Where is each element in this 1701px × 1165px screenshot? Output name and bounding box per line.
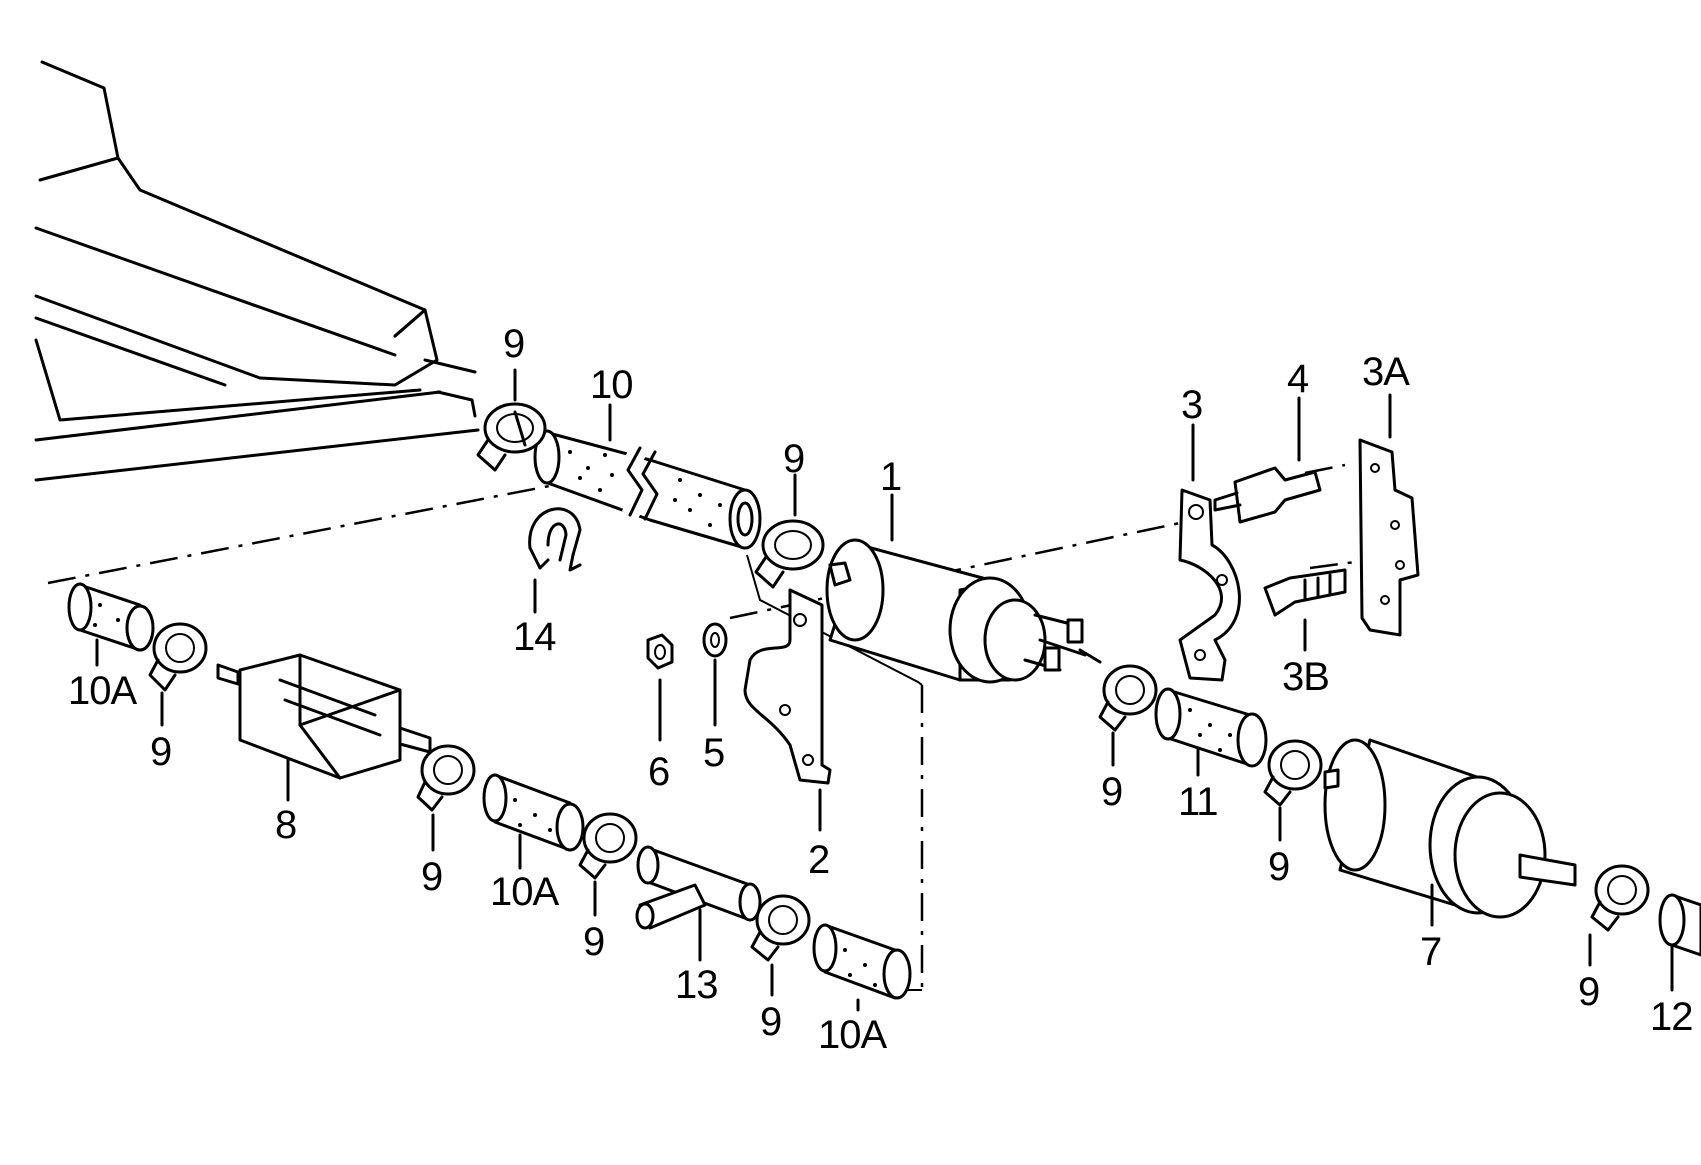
callout-6: 6 [648, 750, 669, 794]
washer-5 [702, 622, 728, 658]
callout-14: 14 [513, 615, 556, 659]
hose-clamp-9-e [578, 812, 638, 880]
callout-1: 1 [880, 455, 901, 499]
hose-10a-middle [482, 773, 585, 852]
stud-4 [1213, 466, 1322, 524]
callout-10a: 10A [490, 870, 559, 914]
plate-3a [1358, 438, 1420, 637]
t-piece-13 [635, 845, 762, 930]
callout-9: 9 [503, 322, 524, 366]
callout-9: 9 [150, 730, 171, 774]
hose-11 [1154, 687, 1268, 768]
callout-10a: 10A [68, 669, 137, 713]
callout-13: 13 [675, 963, 718, 1007]
hose-10a-bottom [812, 923, 912, 1000]
hose-10 [533, 429, 762, 550]
hose-clamp-9-f [750, 894, 811, 962]
callout-2: 2 [808, 838, 829, 882]
callout-9: 9 [421, 855, 442, 899]
hose-clamp-9-b [754, 519, 825, 589]
hose-clamp-9-g [1098, 664, 1158, 732]
callout-3: 3 [1181, 383, 1202, 427]
callout-3a: 3A [1362, 350, 1410, 394]
hose-clamp-9-c [148, 622, 208, 692]
callout-9: 9 [1101, 770, 1122, 814]
bracket-3 [1178, 488, 1241, 682]
callout-9: 9 [783, 437, 804, 481]
callout-11: 11 [1178, 780, 1218, 824]
bolt-3b [1263, 568, 1347, 617]
bracket-2 [743, 588, 832, 785]
callout-8: 8 [275, 803, 296, 847]
hose-clamp-9-d [416, 744, 476, 812]
callout-12: 12 [1650, 995, 1693, 1039]
hose-clamp-9-i [1590, 864, 1650, 932]
vehicle-body-outline [34, 60, 480, 482]
nut-6 [646, 633, 674, 670]
callout-9: 9 [760, 1000, 781, 1044]
hose-clamp-9-a [476, 402, 547, 472]
leader-lines [95, 368, 1674, 1012]
callout-labels: 9 10 9 1 3 4 3A 3B 14 6 5 2 10A 9 8 9 10… [68, 322, 1694, 1057]
callout-9: 9 [1578, 970, 1599, 1014]
callout-9: 9 [1268, 845, 1289, 889]
callout-3b: 3B [1282, 655, 1329, 699]
fuel-pump-1 [825, 538, 1102, 684]
callout-7: 7 [1420, 930, 1441, 974]
callout-10a: 10A [818, 1013, 887, 1057]
callout-4: 4 [1287, 357, 1309, 401]
fuel-filter-7 [1323, 738, 1577, 919]
accumulator-8 [216, 653, 432, 780]
hose-12 [1658, 893, 1701, 957]
callout-5: 5 [703, 731, 724, 775]
callout-9: 9 [583, 920, 604, 964]
hose-clamp-9-h [1263, 739, 1323, 807]
callout-10: 10 [590, 363, 633, 407]
hose-10a-left [67, 582, 155, 652]
hose-clip-14 [528, 507, 582, 572]
